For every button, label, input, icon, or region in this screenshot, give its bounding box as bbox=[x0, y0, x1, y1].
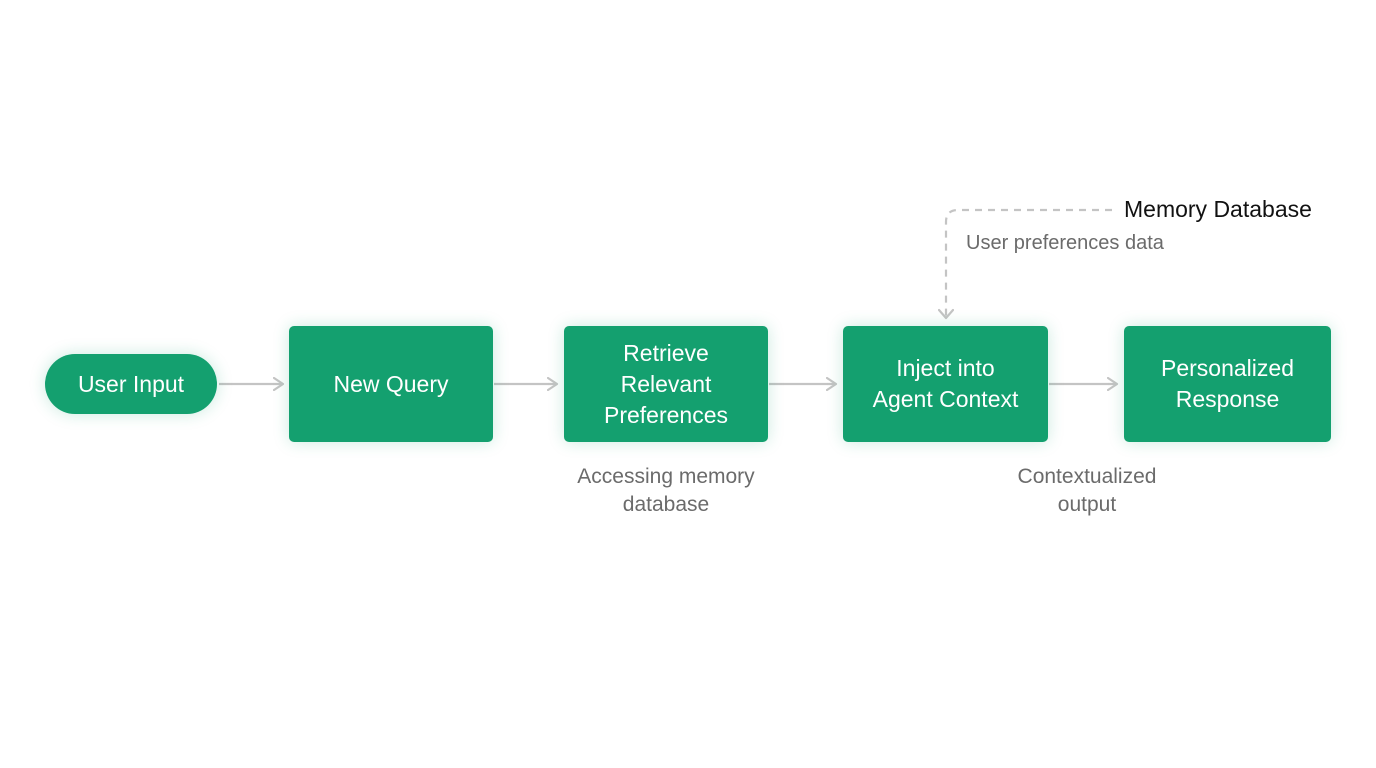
retrieve-caption-line-2: database bbox=[622, 493, 710, 516]
retrieve-preferences-node: Retrieve Relevant Preferences bbox=[564, 326, 768, 442]
retrieve-label-line-3: Preferences bbox=[603, 401, 728, 428]
response-label-line-2: Response bbox=[1175, 386, 1280, 412]
inject-label-line-1: Inject into bbox=[896, 355, 995, 381]
inject-label-line-2: Agent Context bbox=[872, 386, 1019, 412]
user-input-node: User Input bbox=[45, 354, 217, 414]
retrieve-caption: Accessing memory database bbox=[540, 463, 792, 519]
arrow-database-to-inject bbox=[946, 208, 1112, 318]
memory-database-title: Memory Database bbox=[1124, 196, 1312, 222]
retrieve-caption-line-1: Accessing memory bbox=[577, 465, 755, 488]
user-input-label: User Input bbox=[77, 370, 185, 397]
personalized-response-node: Personalized Response bbox=[1124, 326, 1331, 442]
inject-caption-line-2: output bbox=[1057, 493, 1117, 516]
inject-context-node: Inject into Agent Context bbox=[843, 326, 1048, 442]
inject-caption: Contextualized output bbox=[976, 463, 1198, 519]
memory-database-subtitle: User preferences data bbox=[966, 232, 1164, 254]
inject-caption-line-1: Contextualized bbox=[1017, 465, 1157, 488]
new-query-node: New Query bbox=[289, 326, 493, 442]
response-label-line-1: Personalized bbox=[1161, 355, 1294, 381]
retrieve-label-line-1: Retrieve bbox=[623, 339, 709, 366]
new-query-label: New Query bbox=[333, 370, 449, 397]
retrieve-label-line-2: Relevant bbox=[620, 370, 712, 397]
